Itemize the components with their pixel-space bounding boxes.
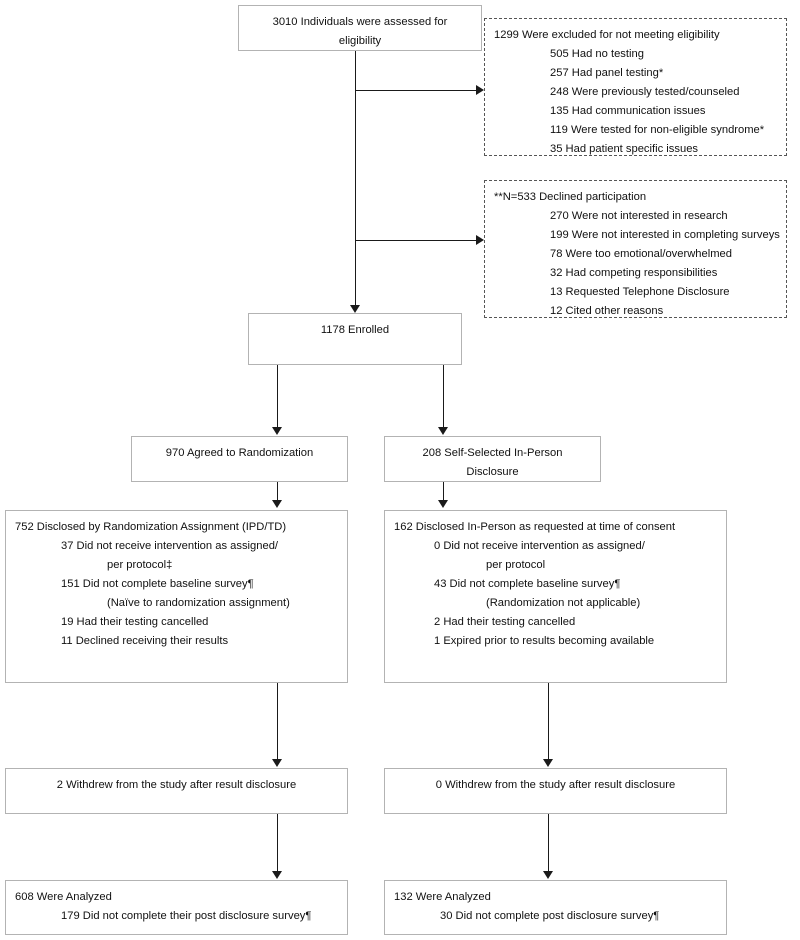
- arm-left-label: 970 Agreed to Randomization: [165, 447, 314, 459]
- connector-right-disclosed-arrowhead: [438, 500, 448, 508]
- disclosed-left-item: (Naïve to randomization assignment): [107, 597, 290, 609]
- disclosed-left-item: 37 Did not receive intervention as assig…: [61, 540, 279, 552]
- box-disclosed-by-randomization: 752 Disclosed by Randomization Assignmen…: [5, 510, 348, 683]
- connector-branch-declined: [355, 240, 477, 241]
- disclosed-right-item: (Randomization not applicable): [486, 597, 641, 609]
- box-analyzed-left: 608 Were Analyzed 179 Did not complete t…: [5, 880, 348, 935]
- connector-right-arm-to-disclosed: [443, 482, 444, 502]
- disclosed-right-item: 0 Did not receive intervention as assign…: [434, 540, 645, 552]
- box-withdrew-left: 2 Withdrew from the study after result d…: [5, 768, 348, 814]
- withdrew-left-label: 2 Withdrew from the study after result d…: [56, 779, 297, 791]
- excluded-reason: 135 Had communication issues: [550, 105, 706, 117]
- connector-left-disclosed-to-withdrew: [277, 683, 278, 763]
- disclosed-left-heading: 752 Disclosed by Randomization Assignmen…: [15, 521, 287, 533]
- excluded-reason: 119 Were tested for non-eligible syndrom…: [550, 124, 765, 136]
- disclosed-right-item: 2 Had their testing cancelled: [434, 616, 576, 628]
- connector-left-withdrew-arrowhead: [272, 759, 282, 767]
- withdrew-right-label: 0 Withdrew from the study after result d…: [435, 779, 676, 791]
- analyzed-right-heading: 132 Were Analyzed: [394, 891, 491, 903]
- disclosed-right-item: per protocol: [486, 559, 546, 571]
- declined-heading: **N=533 Declined participation: [494, 191, 647, 203]
- excluded-heading: 1299 Were excluded for not meeting eligi…: [494, 29, 720, 41]
- connector-right-arm-arrowhead: [438, 427, 448, 435]
- box-agreed-to-randomization: 970 Agreed to Randomization: [131, 436, 348, 482]
- enrolled-label: 1178 Enrolled: [320, 324, 390, 336]
- declined-reason: 270 Were not interested in research: [550, 210, 728, 222]
- connector-left-arm-to-disclosed: [277, 482, 278, 502]
- connector-left-withdrew-to-analyzed: [277, 814, 278, 874]
- connector-right-disclosed-to-withdrew: [548, 683, 549, 763]
- connector-right-withdrew-to-analyzed: [548, 814, 549, 874]
- connector-enrolled-to-left-arm: [277, 365, 278, 431]
- box-declined-participation: **N=533 Declined participation 270 Were …: [484, 180, 787, 318]
- connector-right-analyzed-arrowhead: [543, 871, 553, 879]
- declined-reason: 32 Had competing responsibilities: [550, 267, 718, 279]
- box-self-selected-in-person: 208 Self-Selected In-Person Disclosure: [384, 436, 601, 482]
- connector-branch-excluded: [355, 90, 477, 91]
- connector-left-disclosed-arrowhead: [272, 500, 282, 508]
- assessed-line-2: eligibility: [338, 35, 382, 47]
- connector-trunk-vertical: [355, 51, 356, 309]
- analyzed-right-detail: 30 Did not complete post disclosure surv…: [440, 910, 660, 922]
- box-withdrew-right: 0 Withdrew from the study after result d…: [384, 768, 727, 814]
- analyzed-left-detail: 179 Did not complete their post disclosu…: [61, 910, 312, 922]
- box-excluded-not-eligible: 1299 Were excluded for not meeting eligi…: [484, 18, 787, 156]
- declined-reason: 12 Cited other reasons: [550, 305, 664, 317]
- connector-enrolled-to-right-arm: [443, 365, 444, 431]
- excluded-reason: 248 Were previously tested/counseled: [550, 86, 740, 98]
- disclosed-left-item: 11 Declined receiving their results: [61, 635, 229, 647]
- connector-left-arm-arrowhead: [272, 427, 282, 435]
- connector-left-analyzed-arrowhead: [272, 871, 282, 879]
- box-enrolled: 1178 Enrolled: [248, 313, 462, 365]
- box-analyzed-right: 132 Were Analyzed 30 Did not complete po…: [384, 880, 727, 935]
- disclosed-left-item: 151 Did not complete baseline survey¶: [61, 578, 254, 590]
- declined-reason: 13 Requested Telephone Disclosure: [550, 286, 730, 298]
- excluded-reason: 35 Had patient specific issues: [550, 143, 699, 155]
- disclosed-left-item: 19 Had their testing cancelled: [61, 616, 209, 628]
- excluded-reason: 257 Had panel testing*: [550, 67, 664, 79]
- assessed-line-1: 3010 Individuals were assessed for: [272, 16, 448, 28]
- declined-reason: 78 Were too emotional/overwhelmed: [550, 248, 732, 260]
- analyzed-left-heading: 608 Were Analyzed: [15, 891, 112, 903]
- excluded-reason: 505 Had no testing: [550, 48, 644, 60]
- connector-right-withdrew-arrowhead: [543, 759, 553, 767]
- disclosed-right-item: 43 Did not complete baseline survey¶: [434, 578, 621, 590]
- disclosed-right-item: 1 Expired prior to results becoming avai…: [434, 635, 655, 647]
- arm-right-line-2: Disclosure: [466, 466, 519, 478]
- declined-reason: 199 Were not interested in completing su…: [550, 229, 780, 241]
- arm-right-line-1: 208 Self-Selected In-Person: [422, 447, 563, 459]
- disclosed-left-item: per protocol‡: [107, 559, 173, 571]
- box-assessed-for-eligibility: 3010 Individuals were assessed for eligi…: [238, 5, 482, 51]
- disclosed-right-heading: 162 Disclosed In-Person as requested at …: [394, 521, 676, 533]
- connector-trunk-arrowhead: [350, 305, 360, 313]
- connector-branch-declined-arrowhead: [476, 235, 484, 245]
- connector-branch-excluded-arrowhead: [476, 85, 484, 95]
- box-disclosed-in-person: 162 Disclosed In-Person as requested at …: [384, 510, 727, 683]
